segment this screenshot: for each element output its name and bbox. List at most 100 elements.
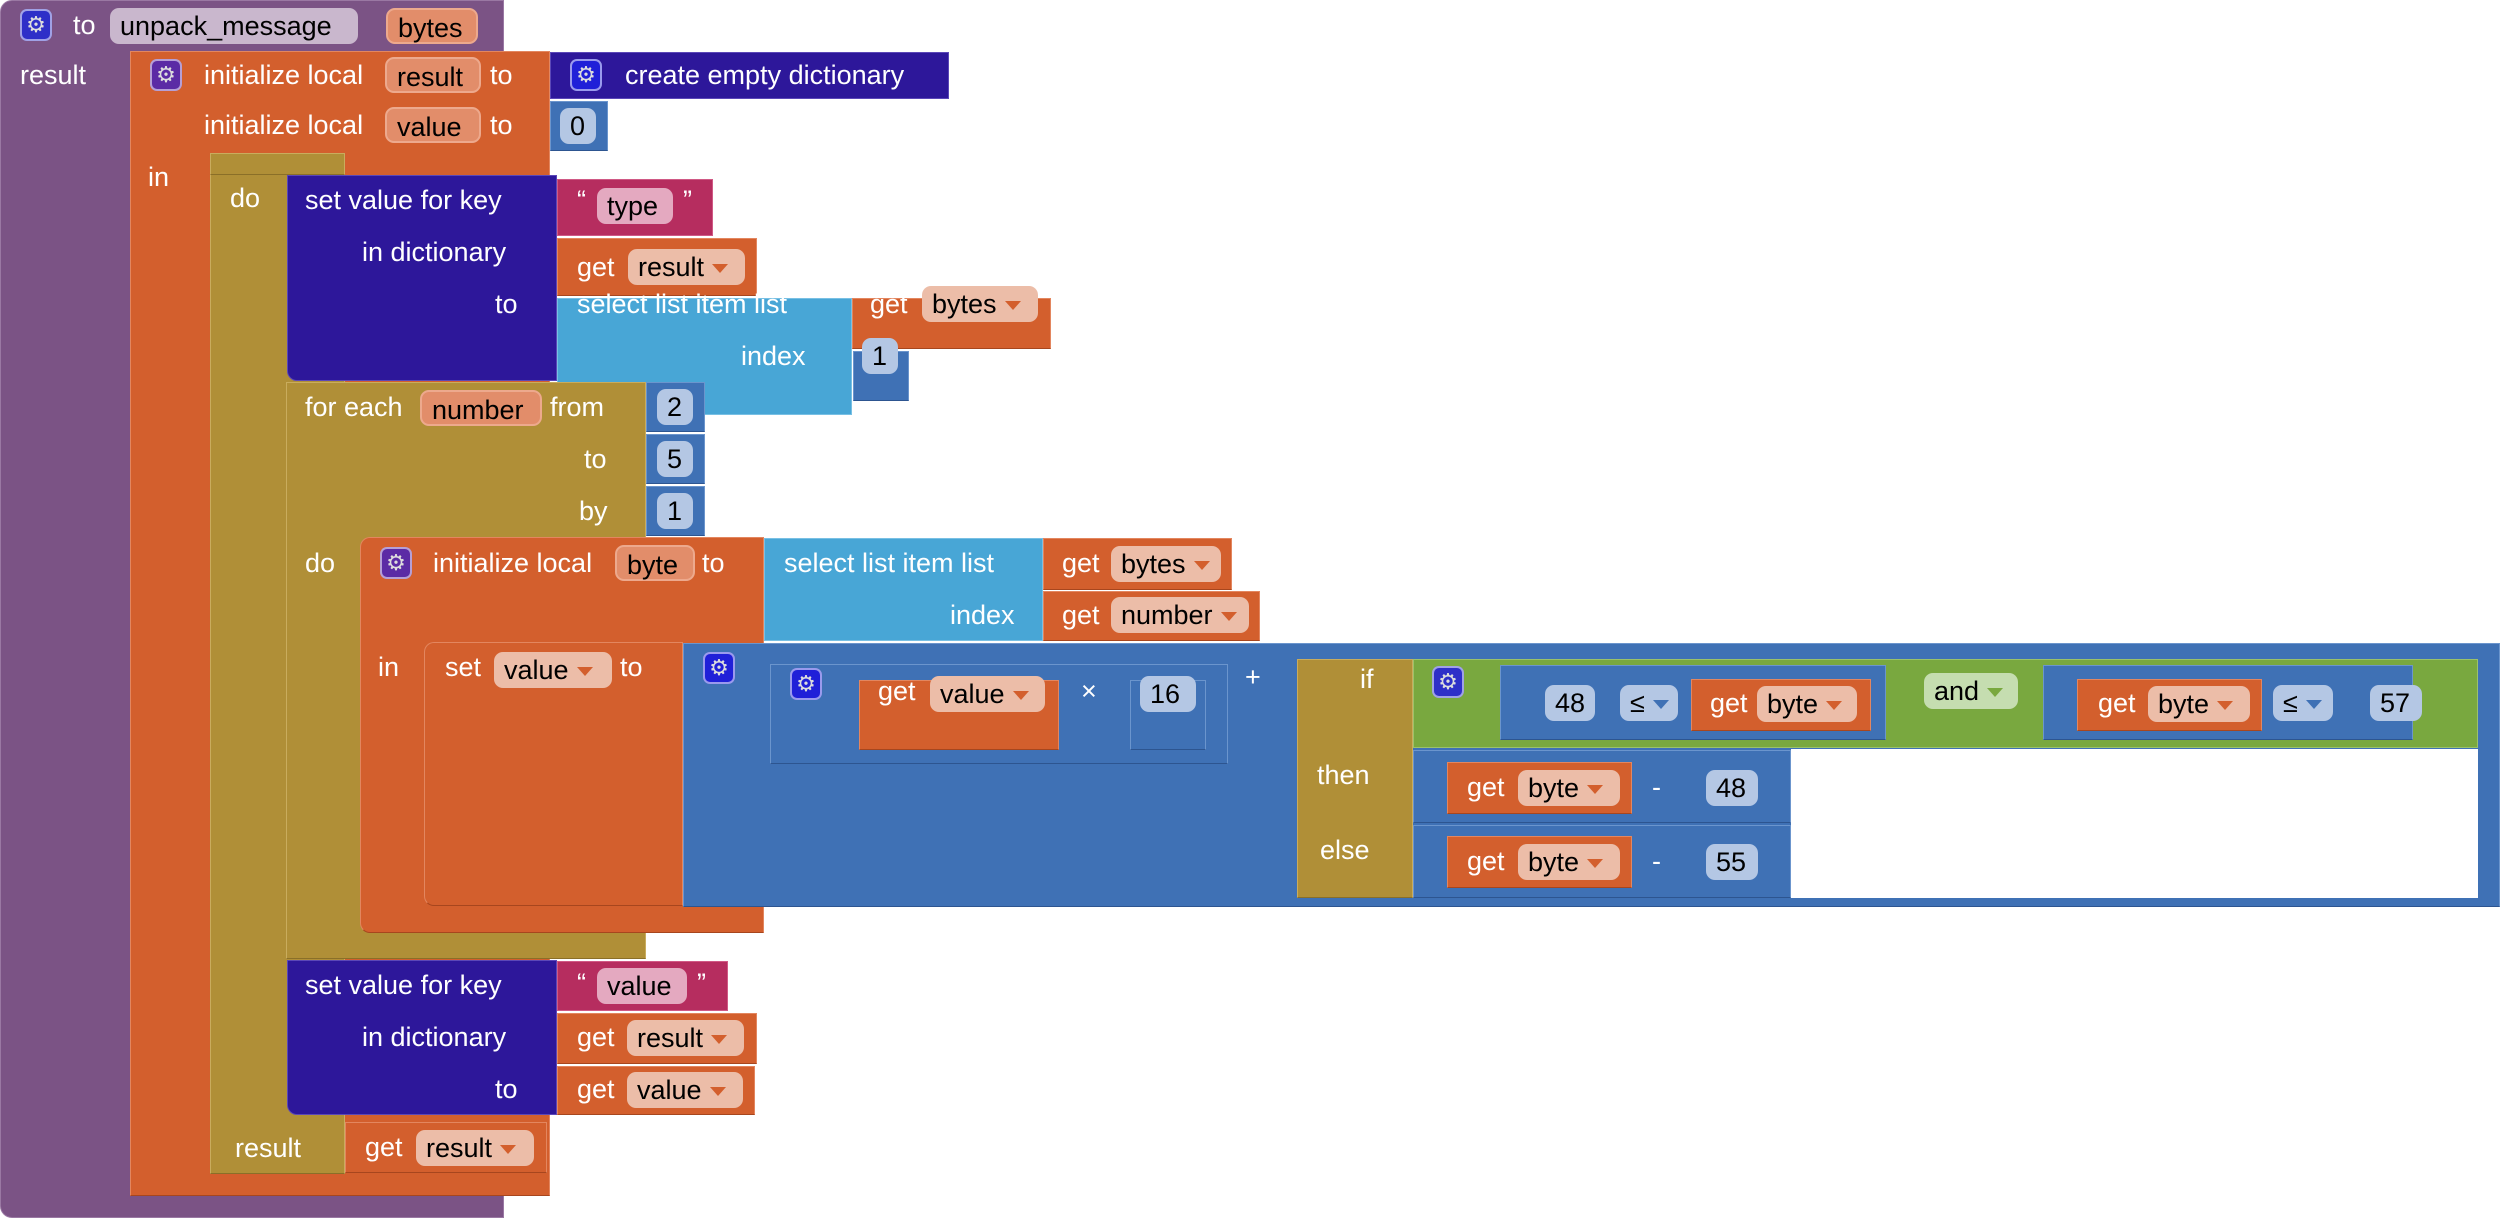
init-to-label: to xyxy=(490,60,513,90)
loop-var-number[interactable]: number xyxy=(420,390,542,426)
get-label: get xyxy=(577,1074,615,1104)
index-label: index xyxy=(950,600,1015,630)
variable-dropdown-byte[interactable]: byte xyxy=(1518,844,1620,880)
to-label: to xyxy=(584,444,607,474)
do-result-top xyxy=(210,153,345,175)
init-to-label-2: to xyxy=(490,110,513,140)
gear-icon[interactable]: ⚙ xyxy=(20,9,52,41)
init-in-label: in xyxy=(378,652,400,682)
select-list-item-label: select list item list xyxy=(577,289,788,319)
plus-operator: + xyxy=(1245,662,1261,692)
variable-dropdown-result[interactable]: result xyxy=(416,1130,534,1166)
get-label: get xyxy=(2098,688,2136,718)
number-field[interactable]: 0 xyxy=(560,108,596,144)
variable-dropdown-value[interactable]: value xyxy=(930,676,1045,712)
number-field[interactable]: 57 xyxy=(2370,685,2422,721)
get-label: get xyxy=(1062,548,1100,578)
to-label: to xyxy=(495,1074,518,1104)
variable-dropdown-byte[interactable]: byte xyxy=(1518,770,1620,806)
set-value-for-key-label: set value for key xyxy=(305,185,502,215)
variable-dropdown-result[interactable]: result xyxy=(628,249,745,285)
gear-icon[interactable]: ⚙ xyxy=(703,652,735,684)
get-label: get xyxy=(1062,600,1100,630)
gear-icon[interactable]: ⚙ xyxy=(380,547,412,579)
init-to-label: to xyxy=(702,548,725,578)
variable-dropdown-number[interactable]: number xyxy=(1111,597,1249,633)
create-empty-dictionary-block[interactable] xyxy=(550,52,949,99)
variable-dropdown-bytes[interactable]: bytes xyxy=(1111,546,1221,582)
in-dictionary-label: in dictionary xyxy=(362,237,507,267)
number-field[interactable]: 1 xyxy=(657,493,693,529)
procedure-param-bytes[interactable]: bytes xyxy=(386,8,478,44)
procedure-name-field[interactable]: unpack_message xyxy=(110,8,358,44)
local-var-byte[interactable]: byte xyxy=(615,545,695,581)
by-label: by xyxy=(579,496,608,526)
for-each-label: for each xyxy=(305,392,403,422)
subtract-operator: - xyxy=(1652,846,1661,876)
open-quote: “ xyxy=(577,968,586,998)
number-field[interactable]: 1 xyxy=(862,338,898,374)
procedure-inner-gap xyxy=(504,0,2500,50)
logic-operator-dropdown[interactable]: and xyxy=(1924,673,2018,709)
local-var-result[interactable]: result xyxy=(385,57,481,93)
variable-dropdown-result[interactable]: result xyxy=(627,1020,744,1056)
init-local-label: initialize local xyxy=(433,548,593,578)
select-list-item-block[interactable] xyxy=(764,538,1043,641)
init-in-label: in xyxy=(148,162,170,192)
variable-dropdown-value[interactable]: value xyxy=(494,652,612,688)
addition-inner-gap xyxy=(1791,749,2478,898)
for-do-label: do xyxy=(305,548,336,578)
text-field-value[interactable]: value xyxy=(597,968,687,1004)
get-label: get xyxy=(577,1022,615,1052)
variable-dropdown-byte[interactable]: byte xyxy=(2148,686,2250,722)
procedure-to-label: to xyxy=(73,10,96,40)
do-label: do xyxy=(230,183,261,213)
compare-operator-dropdown[interactable]: ≤ xyxy=(2273,685,2333,721)
if-then-else-block[interactable] xyxy=(1297,659,1413,898)
get-label: get xyxy=(577,252,615,282)
number-field[interactable]: 16 xyxy=(1140,676,1196,712)
get-label: get xyxy=(870,289,908,319)
set-label: set xyxy=(445,652,482,682)
variable-dropdown-bytes[interactable]: bytes xyxy=(922,286,1038,322)
number-field[interactable]: 48 xyxy=(1706,770,1758,806)
else-label: else xyxy=(1320,835,1370,865)
multiply-operator: × xyxy=(1081,676,1097,706)
get-label: get xyxy=(1467,846,1505,876)
close-quote: ” xyxy=(697,968,706,998)
gear-icon[interactable]: ⚙ xyxy=(790,668,822,700)
variable-dropdown-value[interactable]: value xyxy=(627,1072,743,1108)
create-dict-label: create empty dictionary xyxy=(625,60,905,90)
set-value-for-key-block[interactable] xyxy=(287,175,557,381)
number-field[interactable]: 55 xyxy=(1706,844,1758,880)
if-label: if xyxy=(1360,664,1374,694)
gear-icon[interactable]: ⚙ xyxy=(1432,666,1464,698)
local-var-value[interactable]: value xyxy=(385,107,481,143)
init-local-label-2: initialize local xyxy=(204,110,364,140)
set-value-for-key-label: set value for key xyxy=(305,970,502,1000)
gear-icon[interactable]: ⚙ xyxy=(150,59,182,91)
gear-icon[interactable]: ⚙ xyxy=(570,59,602,91)
in-dictionary-label: in dictionary xyxy=(362,1022,507,1052)
number-field[interactable]: 2 xyxy=(657,389,693,425)
close-quote: ” xyxy=(683,185,692,215)
set-value-for-key-block[interactable] xyxy=(287,960,557,1115)
get-label: get xyxy=(1467,772,1505,802)
get-label: get xyxy=(1710,688,1748,718)
number-field[interactable]: 48 xyxy=(1545,685,1595,721)
number-field[interactable]: 5 xyxy=(657,441,693,477)
from-label: from xyxy=(550,392,604,422)
subtract-operator: - xyxy=(1652,772,1661,802)
init-local-label: initialize local xyxy=(204,60,364,90)
text-field-type[interactable]: type xyxy=(597,188,673,224)
index-label: index xyxy=(741,341,806,371)
compare-operator-dropdown[interactable]: ≤ xyxy=(1620,685,1678,721)
set-to-label: to xyxy=(620,652,643,682)
procedure-result-label: result xyxy=(20,60,87,90)
get-label: get xyxy=(365,1132,403,1162)
variable-dropdown-byte[interactable]: byte xyxy=(1757,686,1857,722)
open-quote: “ xyxy=(577,185,586,215)
init-block-gap xyxy=(550,152,2500,172)
get-label: get xyxy=(878,676,916,706)
then-label: then xyxy=(1317,760,1370,790)
